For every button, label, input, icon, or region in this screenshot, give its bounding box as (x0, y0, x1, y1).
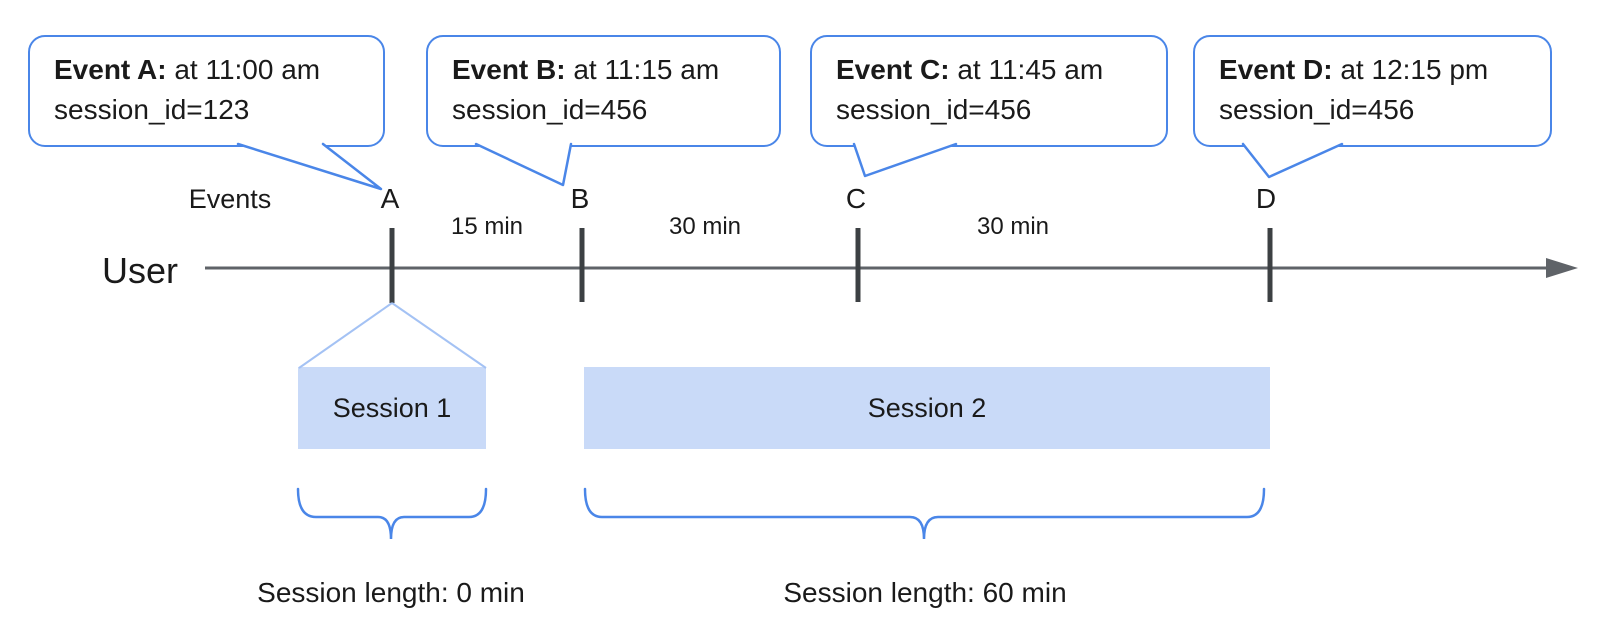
event-d-title: Event D: (1219, 54, 1333, 85)
event-c-session-id: session_id=456 (836, 94, 1032, 125)
callout-event-d-header: Event D: at 12:15 pm (1219, 50, 1550, 90)
interval-label-cd: 30 min (976, 213, 1050, 240)
callout-event-c: Event C: at 11:45 am session_id=456 (810, 35, 1168, 147)
funnel-line-left (298, 302, 393, 369)
event-a-session-id: session_id=123 (54, 94, 250, 125)
callout-event-a-header: Event A: at 11:00 am (54, 50, 383, 90)
session-1-brace-icon (296, 487, 488, 540)
event-b-time: at 11:15 am (573, 54, 720, 85)
session-1-bar: Session 1 (298, 367, 486, 449)
callout-event-b: Event B: at 11:15 am session_id=456 (426, 35, 781, 147)
event-marker-d: D (1255, 183, 1277, 214)
callout-c-tail-icon (852, 142, 958, 178)
callout-b-tail-icon (474, 142, 573, 187)
event-a-time: at 11:00 am (174, 54, 321, 85)
callout-event-a: Event A: at 11:00 am session_id=123 (28, 35, 385, 147)
session-2-length-label: Session length: 60 min (783, 577, 1067, 608)
session-1-label: Session 1 (332, 392, 452, 423)
session-1-length-label: Session length: 0 min (257, 577, 525, 608)
event-b-session-id: session_id=456 (452, 94, 648, 125)
event-c-title: Event C: (836, 54, 950, 85)
callout-event-b-header: Event B: at 11:15 am (452, 50, 779, 90)
event-a-title: Event A: (54, 54, 167, 85)
callout-a-tail-icon (236, 142, 383, 191)
event-marker-a: A (380, 183, 400, 214)
interval-label-ab: 15 min (450, 213, 524, 240)
session-2-label: Session 2 (867, 392, 987, 423)
event-d-session-id: session_id=456 (1219, 94, 1415, 125)
callout-d-tail-icon (1241, 142, 1344, 179)
event-d-time: at 12:15 pm (1340, 54, 1489, 85)
event-marker-c: C (845, 183, 867, 214)
event-b-title: Event B: (452, 54, 566, 85)
callout-event-c-header: Event C: at 11:45 am (836, 50, 1166, 90)
session-2-brace-icon (583, 487, 1266, 540)
event-c-time: at 11:45 am (957, 54, 1104, 85)
timeline-arrowhead-icon (1546, 258, 1578, 278)
event-marker-b: B (570, 183, 590, 214)
funnel-line-right (391, 302, 487, 369)
user-axis-label: User (101, 250, 179, 291)
callout-event-d: Event D: at 12:15 pm session_id=456 (1193, 35, 1552, 147)
events-axis-label: Events (188, 184, 272, 214)
session-2-bar: Session 2 (584, 367, 1270, 449)
interval-label-bc: 30 min (668, 213, 742, 240)
